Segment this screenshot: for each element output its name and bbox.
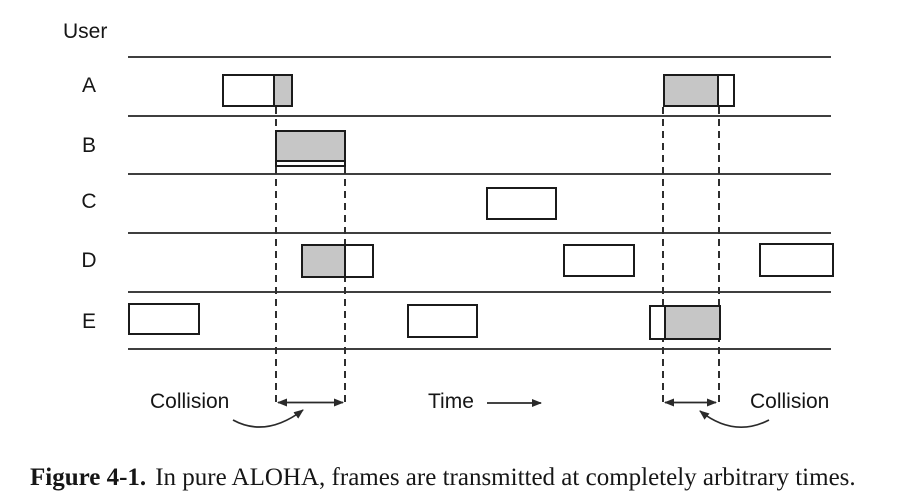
frame-user-e	[128, 303, 200, 335]
frame-clear-segment	[717, 76, 733, 105]
frame-clear-segment	[761, 245, 832, 275]
timeline-track-line	[128, 232, 831, 234]
collision-boundary-dashed-line	[718, 107, 720, 403]
frame-collision-segment	[303, 246, 345, 276]
frame-collision-segment	[665, 76, 718, 105]
collision-boundary-dashed-line	[662, 107, 664, 403]
caption-text: In pure ALOHA, frames are transmitted at…	[155, 464, 856, 491]
frame-clear-segment	[488, 189, 555, 218]
frame-clear-segment	[344, 246, 372, 276]
frame-user-d	[759, 243, 834, 277]
collision-label-left: Collision	[150, 390, 230, 413]
frame-user-a	[222, 74, 293, 107]
user-axis-label: User	[63, 20, 108, 43]
frame-clear-segment	[565, 246, 633, 275]
frame-user-d	[563, 244, 635, 277]
timeline-track-line	[128, 173, 831, 175]
row-label-d: D	[81, 249, 97, 272]
frame-collision-segment	[663, 307, 719, 338]
frame-user-d	[301, 244, 374, 278]
row-label-b: B	[81, 134, 96, 157]
frame-user-e	[649, 305, 721, 340]
frame-user-b	[275, 130, 346, 167]
collision-boundary-dashed-line	[275, 107, 277, 403]
frame-user-e	[407, 304, 478, 338]
frame-clear-segment	[224, 76, 273, 105]
timeline-track-line	[128, 291, 831, 293]
timeline-track-line	[128, 56, 831, 58]
timeline-track-line	[128, 115, 831, 117]
collision-label-right: Collision	[750, 390, 830, 413]
time-axis-label: Time	[428, 390, 474, 413]
collision-pointer-curved-arrow	[232, 409, 304, 428]
frame-clear-segment	[651, 307, 664, 338]
frame-user-c	[486, 187, 557, 220]
row-label-c: C	[81, 190, 97, 213]
row-label-e: E	[81, 310, 96, 333]
frame-clear-segment	[130, 305, 198, 333]
frame-collision-segment	[277, 132, 344, 162]
frame-collision-segment	[272, 76, 291, 105]
timeline-track-line	[128, 348, 831, 350]
figure-caption: Figure 4-1. In pure ALOHA, frames are tra…	[30, 464, 856, 492]
figure-number: Figure 4-1.	[30, 464, 147, 491]
row-label-a: A	[81, 74, 96, 97]
frame-clear-segment	[409, 306, 476, 336]
frame-user-a	[663, 74, 735, 107]
